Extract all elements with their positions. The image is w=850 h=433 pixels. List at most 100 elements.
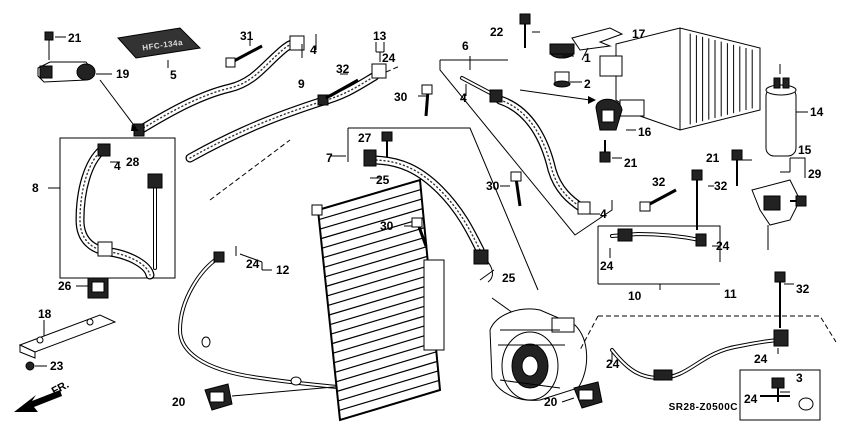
callout-5: 5 — [170, 68, 177, 82]
condenser — [311, 178, 445, 422]
callout-24-pipe11-right: 24 — [754, 352, 768, 366]
callout-4-top: 4 — [310, 43, 317, 57]
callout-32-right: 32 — [714, 179, 728, 193]
leader-lines — [110, 31, 794, 393]
condenser-fin-line — [331, 313, 433, 345]
refrigerant-label-plate: HFC-134a — [117, 27, 202, 59]
callout-27: 27 — [358, 131, 372, 145]
grommet-1 — [549, 43, 575, 59]
condenser-fin-line — [338, 379, 440, 412]
pipe-10 — [610, 228, 707, 247]
condenser-fin-line — [320, 208, 423, 240]
pipe-10-group-box — [597, 225, 721, 290]
condenser-fin-line — [322, 227, 425, 259]
callout-29: 29 — [808, 167, 822, 181]
receiver-drier — [765, 77, 797, 157]
bolt-30-middle — [510, 171, 522, 207]
suction-hose-9 — [133, 35, 305, 137]
bolt-30-lower — [411, 217, 428, 247]
callout-26: 26 — [58, 279, 72, 293]
callout-17: 17 — [632, 27, 646, 41]
callout-11: 11 — [724, 287, 737, 301]
bolt-31 — [225, 44, 263, 68]
condenser-fin-line — [329, 293, 432, 326]
condenser-fin-line — [332, 322, 434, 354]
condenser-fin-line — [333, 332, 435, 364]
callout-20-left: 20 — [172, 395, 186, 409]
callout-labels: 21 19 5 31 4 9 13 24 32 30 4 6 22 17 1 2… — [32, 25, 824, 409]
callout-1: 1 — [584, 51, 591, 65]
callout-32-top: 32 — [336, 62, 350, 76]
condenser-fin-line — [326, 265, 429, 297]
callout-18: 18 — [38, 307, 52, 321]
callout-32-center: 32 — [652, 175, 666, 189]
condenser-fin-line — [318, 188, 422, 221]
callout-14: 14 — [810, 105, 824, 119]
callout-30-top: 30 — [394, 90, 408, 104]
compressor — [489, 308, 588, 401]
callout-28: 28 — [126, 155, 140, 169]
discharge-hose-8 — [75, 143, 163, 280]
suction-hose-6 — [460, 76, 591, 215]
condenser-fin-line — [319, 198, 422, 230]
condenser-fins — [318, 188, 440, 412]
callout-19: 19 — [116, 67, 130, 81]
callout-24-detail: 24 — [744, 392, 758, 406]
callout-4-hose6-lower: 4 — [600, 207, 607, 221]
front-arrow — [14, 390, 62, 412]
callout-22: 22 — [490, 25, 504, 39]
condenser-fin-line — [337, 370, 439, 402]
condenser-fin-line — [327, 274, 430, 307]
callout-20-right: 20 — [544, 395, 558, 409]
clamp-20-right — [573, 381, 603, 409]
evaporator-housing — [599, 27, 761, 131]
condenser-fin-line — [330, 303, 432, 335]
bolt-32-upper — [325, 80, 356, 100]
pipe-11-group-box — [579, 315, 837, 351]
callout-9: 9 — [298, 77, 305, 91]
diagram-code: SR28-Z0500C — [669, 402, 738, 413]
service-valve-cap-3 — [760, 377, 814, 411]
condenser-fin-line — [328, 284, 431, 316]
callout-24-pipe10-right: 24 — [716, 239, 730, 253]
condenser-fin-line — [323, 236, 426, 268]
callout-24-pipe11-left: 24 — [606, 357, 620, 371]
callout-6: 6 — [462, 39, 469, 53]
callout-25-upper: 25 — [376, 173, 390, 187]
callout-21-right: 21 — [706, 151, 720, 165]
bolt-29 — [790, 195, 807, 207]
condenser-fin-line — [325, 255, 428, 287]
evaporator-fins — [689, 33, 753, 125]
bracket-plate-18 — [18, 314, 117, 359]
callout-8: 8 — [32, 181, 39, 195]
callout-3: 3 — [796, 371, 803, 385]
clamp-20-left — [204, 383, 233, 411]
front-arrow-label: FR. — [50, 379, 71, 398]
callout-24-top: 24 — [382, 51, 396, 65]
callout-23: 23 — [50, 359, 64, 373]
pipe-11 — [610, 329, 789, 381]
callout-32-lower: 32 — [796, 282, 810, 296]
callout-21-top-left: 21 — [68, 31, 82, 45]
bracket-clamp-19 — [37, 61, 96, 83]
callout-4-hose8: 4 — [114, 159, 121, 173]
callout-25-lower: 25 — [502, 271, 516, 285]
bolt-21-middle — [599, 140, 611, 163]
callout-30-lower: 30 — [380, 219, 394, 233]
bolt-32-upper-center — [639, 188, 677, 212]
condenser-fin-line — [334, 341, 436, 373]
callout-21-middle: 21 — [624, 156, 638, 170]
callout-12: 12 — [276, 263, 290, 277]
bracket-16 — [595, 98, 623, 131]
bolt-32-vertical — [691, 169, 703, 230]
callout-15: 15 — [798, 143, 812, 157]
callout-24-pipe10-left: 24 — [600, 259, 614, 273]
bolt-22 — [519, 13, 531, 48]
callout-7: 7 — [326, 151, 333, 165]
callout-24-pipe12: 24 — [246, 257, 260, 271]
bolt-21-right — [731, 149, 743, 186]
hose-6-group-box — [439, 56, 613, 236]
pipe-13 — [185, 63, 387, 163]
condenser-fin-line — [336, 360, 438, 392]
